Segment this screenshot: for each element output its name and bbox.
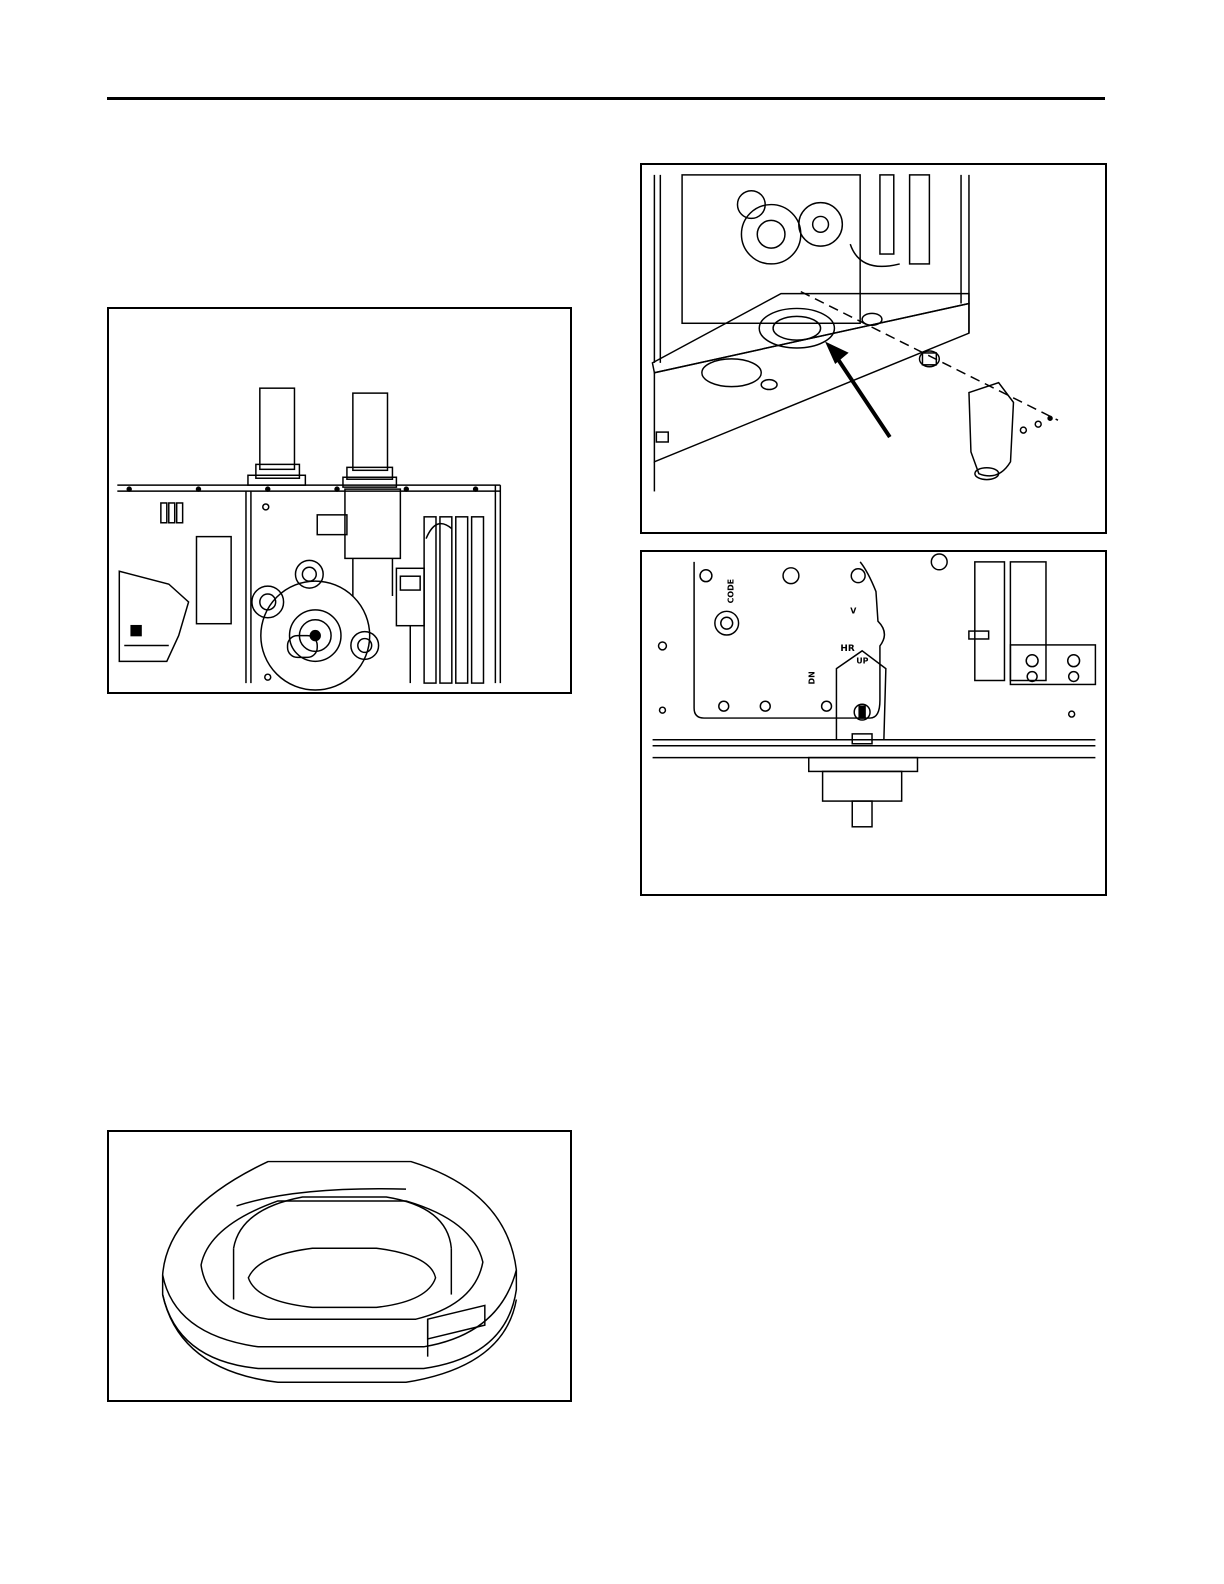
furnace-interior-drawing (109, 309, 570, 692)
label-hr: HR (840, 644, 854, 654)
gasket-notch (428, 1305, 485, 1339)
header-rule (107, 97, 1105, 100)
drain-trap-installation-drawing (642, 165, 1105, 532)
vent-pipe-left (260, 388, 295, 469)
control-board (119, 571, 188, 661)
drain-flange (809, 758, 918, 772)
label-plate (196, 537, 231, 624)
label-dn: DN (808, 671, 817, 684)
inducer-housing (345, 489, 400, 558)
drain-gasket-figure (107, 1130, 572, 1402)
drain-trap-installation-figure (640, 163, 1107, 534)
label-v: V (850, 606, 857, 615)
vent-pipe-right (353, 393, 388, 470)
drain-trap-closeup-figure: HR UP DN V CODE (640, 550, 1107, 896)
gasket-inner-opening (248, 1248, 435, 1307)
label-code: CODE (727, 579, 736, 603)
inducer-motor (741, 205, 800, 264)
drain-gasket-drawing (109, 1132, 570, 1400)
furnace-interior-figure (107, 307, 572, 694)
drain-trap (969, 383, 1014, 476)
pointer-arrow (830, 348, 889, 437)
drain-trap-closeup-drawing: HR UP DN V CODE (642, 552, 1105, 894)
label-up: UP (856, 657, 868, 666)
panel-knob (715, 611, 739, 635)
